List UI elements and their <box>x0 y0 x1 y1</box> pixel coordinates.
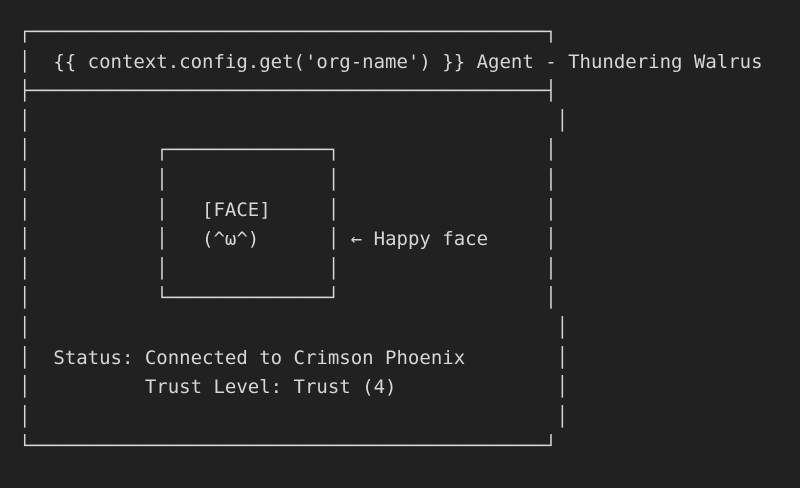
trust-level-text: Trust Level: Trust (4) <box>144 376 397 399</box>
trust-level-row: │ Trust Level: Trust (4) │ <box>19 373 763 403</box>
face-emoticon-row: │ │ (^ω^) │ ← Happy face │ <box>19 225 763 255</box>
face-emoticon-row-borders-left: │ │ <box>19 228 203 251</box>
face-emoticon-row-borders-mid: │ <box>259 228 351 251</box>
face-label-row-borders-right: │ │ <box>270 198 557 221</box>
face-box-blank-row-lower: │ │ │ │ <box>19 257 557 280</box>
face-box-top-border-row: │ ┌──────────────┐ │ <box>19 139 557 162</box>
status-row-right-border: │ <box>465 346 569 369</box>
window-title: {{ context.config.get('org-name') }} Age… <box>53 50 763 73</box>
body-blank-row-top: │ │ <box>19 109 569 132</box>
title-box-top-border: ┌───────────────────────────────────────… <box>19 21 557 43</box>
trust-row-right-border: │ <box>396 376 569 399</box>
body-blank-row-middle: │ │ <box>19 316 569 339</box>
face-label: [FACE] <box>202 198 271 221</box>
face-label-row-borders-left: │ │ <box>19 198 203 221</box>
face-box-blank-row-upper: │ │ │ │ <box>19 168 557 191</box>
status-row: │ Status: Connected to Crimson Phoenix │ <box>19 344 763 374</box>
terminal-screen: ┌───────────────────────────────────────… <box>19 18 763 462</box>
body-blank-row-bottom: │ │ <box>19 405 569 428</box>
happy-face-annotation: ← Happy face <box>350 228 489 251</box>
title-box-bottom-border: ├───────────────────────────────────────… <box>19 80 557 103</box>
face-emoticon: (^ω^) <box>202 228 260 251</box>
face-emoticon-row-borders-right: │ <box>488 228 557 251</box>
title-row: │ {{ context.config.get('org-name') }} A… <box>19 48 763 78</box>
status-row-left-border: │ <box>19 346 54 369</box>
trust-row-left-border: │ <box>19 376 145 399</box>
status-text: Status: Connected to Crimson Phoenix <box>53 346 466 369</box>
face-box-bottom-border-row: │ └──────────────┘ │ <box>19 287 557 310</box>
face-label-row: │ │ [FACE] │ │ <box>19 196 763 226</box>
outer-box-bottom-border: └───────────────────────────────────────… <box>19 435 557 458</box>
title-row-left-border: │ <box>19 50 54 73</box>
